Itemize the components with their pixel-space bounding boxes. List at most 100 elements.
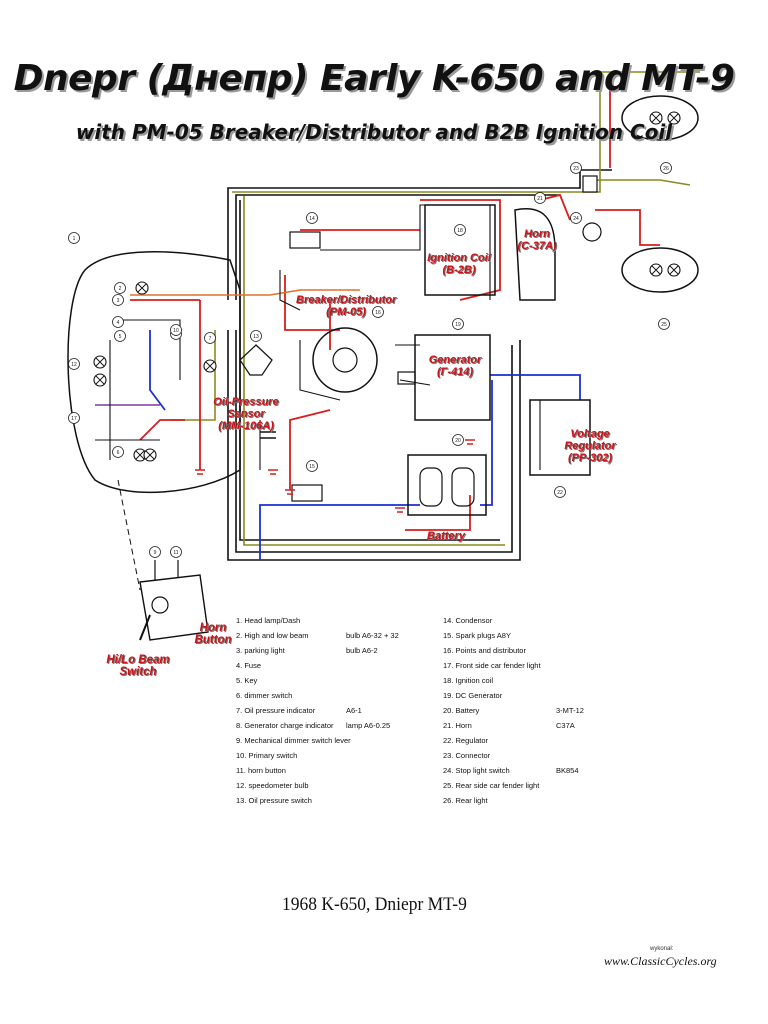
regulator-body (529, 399, 591, 476)
legend-item: 15. Spark plugs A8Y (443, 631, 511, 640)
diagram-title: Dnepr (Днепр) Early K-650 and MT-9 (13, 58, 735, 99)
dashed-cable (117, 479, 141, 591)
watermark-small: wykonał: (650, 946, 674, 952)
legend-row: 19. DC Generator (443, 688, 613, 703)
legend-item: 21. Horn (443, 721, 472, 730)
legend-spec: 3-MT-12 (556, 706, 584, 715)
legend-item: 8. Generator charge indicator (236, 721, 334, 730)
legend-row: 5. Key (236, 673, 426, 688)
voltage-regulator-name: Voltage Regulator (564, 428, 616, 452)
legend-row: 14. Condensor (443, 613, 613, 628)
legend-item: 6. dimmer switch (236, 691, 293, 700)
ignition-coil-label: Ignition Coil (B-2B) (425, 252, 493, 276)
legend-item: 1. Head lamp/Dash (236, 616, 301, 625)
legend-spec: bulb A6-2 (346, 646, 378, 655)
legend-item: 17. Front side car fender light (443, 661, 541, 670)
callout-number: 25 (661, 322, 667, 328)
battery-body (407, 454, 487, 516)
legend-item: 3. parking light (236, 646, 285, 655)
blue-wires (149, 330, 581, 560)
legend-item: 16. Points and distributor (443, 646, 526, 655)
legend-row: 17. Front side car fender light (443, 658, 613, 673)
oil-pressure-sensor-body (239, 344, 273, 376)
horn-button-label: Horn Button (192, 622, 234, 646)
legend-item: 5. Key (236, 676, 258, 685)
oil-sensor-model: (MM-106A) (218, 420, 274, 432)
legend-item: 18. Ignition coil (443, 676, 494, 685)
battery-cell-2 (451, 467, 475, 507)
figure-caption: 1968 K-650, Dniepr MT-9 (282, 894, 467, 915)
callout-circle (658, 318, 670, 330)
callout-circle (452, 318, 464, 330)
legend-row: 25. Rear side car fender light (443, 778, 613, 793)
distributor-body (312, 327, 378, 393)
rear-lamp-housing-lower (621, 247, 699, 293)
ignition-coil-model: (B-2B) (442, 264, 476, 276)
callout-number: 1 (73, 236, 76, 242)
callout-number: 17 (71, 416, 77, 422)
ground-symbols (195, 439, 475, 513)
legend-row: 20. Battery 3-MT-12 (443, 703, 613, 718)
legend-row: 10. Primary switch (236, 748, 426, 763)
callout-number: 7 (209, 336, 212, 342)
callout-circle (534, 192, 546, 204)
legend-row: 22. Regulator (443, 733, 613, 748)
hilo-switch-lever (139, 614, 151, 641)
legend-item: 19. DC Generator (443, 691, 503, 700)
callout-number: 19 (455, 322, 461, 328)
legend-item: 14. Condensor (443, 616, 493, 625)
lamp-crosses (95, 113, 679, 460)
voltage-regulator-label: Voltage Regulator (PP-302) (545, 428, 635, 464)
legend-spec: bulb A6-32 + 32 (346, 631, 399, 640)
breaker-name: Breaker/Distributor (296, 294, 397, 306)
oil-sensor-name: Oil-Pressure Sensor (213, 396, 279, 420)
callout-circle (306, 460, 318, 472)
callout-circle (112, 316, 124, 328)
legend-item: 23. Connector (443, 751, 491, 760)
ignition-coil-name: Ignition Coil (427, 252, 491, 264)
condensor-symbol (260, 431, 276, 439)
callout-markers: 1234567891011121314151617181920212223242… (68, 162, 672, 558)
legend-item: 10. Primary switch (236, 751, 298, 760)
legend-row: 1. Head lamp/Dash (236, 613, 426, 628)
horn-label: Horn (C-37A) (512, 228, 562, 252)
legend-row: 18. Ignition coil (443, 673, 613, 688)
callout-circle (68, 412, 80, 424)
olive-wires (170, 71, 700, 546)
legend-item: 20. Battery (443, 706, 480, 715)
callout-number: 20 (455, 438, 461, 444)
callout-circle (452, 434, 464, 446)
callout-circle (68, 232, 80, 244)
legend-right: 14. Condensor 15. Spark plugs A8Y 16. Poin… (443, 613, 613, 808)
oil-sensor-label: Oil-Pressure Sensor (MM-106A) (196, 396, 296, 432)
legend-row: 6. dimmer switch (236, 688, 426, 703)
hilo-switch-knob (151, 596, 169, 614)
spark-plug-upper (289, 231, 321, 249)
battery-name: Battery (427, 530, 465, 542)
legend-row: 26. Rear light (443, 793, 613, 808)
callout-circle (570, 162, 582, 174)
legend-row: 12. speedometer bulb (236, 778, 426, 793)
legend-item: 9. Mechanical dimmer switch lever (236, 736, 351, 745)
legend-item: 7. Oil pressure indicator (236, 706, 316, 715)
callout-circle (112, 446, 124, 458)
callout-number: 23 (573, 166, 579, 172)
callout-number: 3 (117, 298, 120, 304)
callout-number: 15 (309, 464, 315, 470)
rear-lamp-housing-upper (621, 95, 699, 141)
callout-number: 22 (557, 490, 563, 496)
callout-circle (112, 294, 124, 306)
generator-model: (Г-414) (436, 366, 474, 378)
callout-number: 16 (375, 310, 381, 316)
legend-row: 9. Mechanical dimmer switch lever (236, 733, 426, 748)
legend-spec: BK854 (556, 766, 579, 775)
horn-body (514, 208, 556, 301)
callout-circle (204, 332, 216, 344)
callout-number: 12 (71, 362, 77, 368)
legend-item: 4. Fuse (236, 661, 262, 670)
horn-name: Horn (524, 228, 550, 240)
